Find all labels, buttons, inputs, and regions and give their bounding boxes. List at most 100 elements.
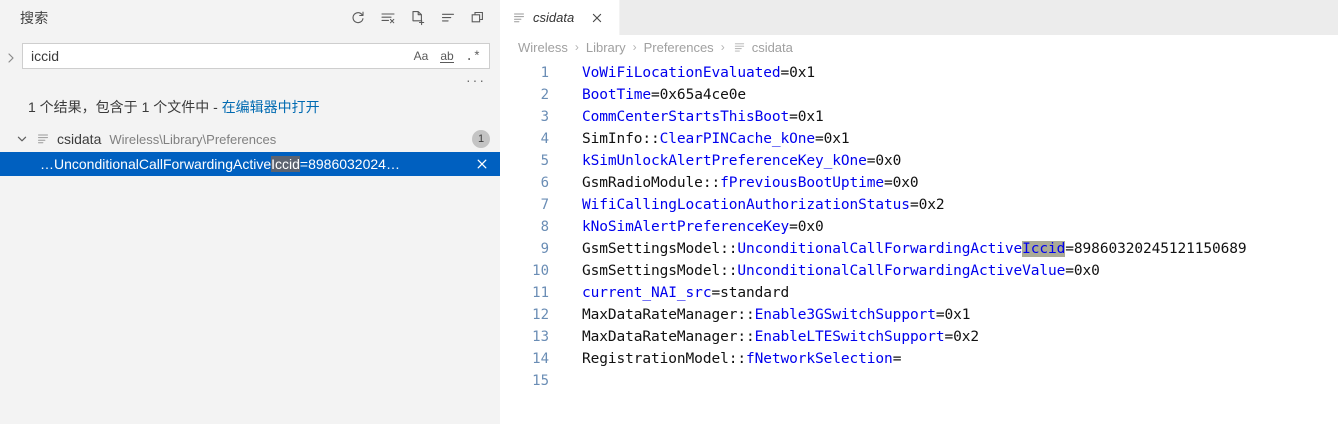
tab-csidata[interactable]: csidata (500, 0, 620, 35)
open-in-editor-link[interactable]: 在编辑器中打开 (221, 99, 320, 115)
code-token: GsmRadioModule:: (582, 175, 721, 191)
refresh-icon[interactable] (347, 7, 369, 29)
line-number: 4 (540, 131, 549, 147)
code-token: UnconditionalCallForwardingActive (737, 241, 1023, 257)
code-token: =0x0 (884, 175, 919, 191)
search-results-tree: csidata Wireless\Library\Preferences 1 …… (0, 126, 500, 176)
breadcrumb-separator: › (574, 40, 579, 54)
line-number: 14 (532, 351, 549, 367)
line-number: 2 (540, 87, 549, 103)
use-regex-icon[interactable]: .* (463, 46, 483, 66)
code-line-content: MaxDataRateManager::EnableLTESwitchSuppo… (552, 329, 979, 345)
code-line[interactable]: 11 current_NAI_src=standard (500, 282, 1338, 304)
code-token: Enable3GSwitchSupport (754, 307, 936, 323)
view-as-list-icon[interactable] (437, 7, 459, 29)
code-line-content: GsmSettingsModel::UnconditionalCallForwa… (552, 241, 1247, 257)
breadcrumb-item-2[interactable]: Preferences (643, 39, 714, 55)
editor-area: csidata Wireless › Library › Preferences… (500, 0, 1338, 424)
dismiss-match-icon[interactable] (472, 154, 492, 174)
code-token: kSimUnlockAlertPreferenceKey_kOne (582, 153, 867, 169)
search-input-row: iccid Aa ab .* (0, 43, 500, 73)
line-number: 9 (540, 241, 549, 257)
code-token: =0x2 (944, 329, 979, 345)
search-result-file-name: csidata (57, 131, 102, 147)
search-result-match-row[interactable]: …UnconditionalCallForwardingActiveIccid=… (0, 152, 500, 176)
match-count-badge: 1 (472, 130, 490, 148)
code-token: CommCenterStartsThisBoot (582, 109, 790, 125)
line-number: 15 (532, 373, 549, 389)
chevron-down-icon[interactable] (14, 131, 30, 147)
close-icon[interactable] (588, 9, 606, 27)
tab-bar-empty-space (620, 0, 1338, 35)
code-line-content: kNoSimAlertPreferenceKey=0x0 (552, 219, 824, 235)
code-line[interactable]: 15 (500, 370, 1338, 392)
match-whole-word-icon[interactable]: ab (437, 46, 457, 66)
open-new-search-editor-icon[interactable] (467, 7, 489, 29)
code-line-content: CommCenterStartsThisBoot=0x1 (552, 109, 824, 125)
code-token: UnconditionalCallForwardingActiveValue (737, 263, 1066, 279)
breadcrumb: Wireless › Library › Preferences › csida… (500, 35, 1338, 59)
code-token: =0x0 (789, 219, 824, 235)
line-number: 6 (540, 175, 549, 191)
match-case-icon[interactable]: Aa (411, 46, 431, 66)
code-token: =0x2 (909, 197, 945, 213)
breadcrumb-file[interactable]: csidata (751, 39, 793, 55)
code-token: RegistrationModel:: (582, 351, 746, 367)
breadcrumb-item-0[interactable]: Wireless (518, 39, 568, 55)
code-line-content: MaxDataRateManager::Enable3GSwitchSuppor… (552, 307, 970, 323)
match-highlight: Iccid (271, 156, 300, 172)
code-token: fPreviousBootUptime (720, 175, 885, 191)
code-token: =0x65a4ce0e (651, 87, 746, 103)
code-token: current_NAI_src (582, 285, 712, 301)
code-token: =standard (711, 285, 790, 301)
match-suffix: =8986032024… (299, 156, 400, 172)
page-title: 搜索 (20, 9, 49, 26)
result-summary-text: 1 个结果，包含于 1 个文件中 - (28, 99, 222, 115)
more-actions-icon[interactable]: ··· (466, 72, 486, 88)
breadcrumb-separator: › (720, 40, 725, 54)
search-input-value[interactable]: iccid (31, 48, 60, 64)
clear-search-results-icon[interactable] (377, 7, 399, 29)
line-number: 11 (532, 285, 549, 301)
code-token: =89860320245121150689 (1065, 241, 1247, 257)
tab-label: csidata (533, 10, 575, 25)
code-token: =0x1 (815, 131, 850, 147)
code-line-content: GsmSettingsModel::UnconditionalCallForwa… (552, 263, 1100, 279)
search-result-file-row[interactable]: csidata Wireless\Library\Preferences 1 (0, 126, 500, 152)
search-input[interactable]: iccid Aa ab .* (22, 43, 490, 69)
file-icon (732, 39, 748, 55)
breadcrumb-item-1[interactable]: Library (585, 39, 626, 55)
code-token: GsmSettingsModel:: (582, 263, 738, 279)
result-summary: 1 个结果，包含于 1 个文件中 - 在编辑器中打开 (0, 92, 500, 123)
code-line-content: BootTime=0x65a4ce0e (552, 87, 746, 103)
new-search-editor-icon[interactable] (407, 7, 429, 29)
line-number: 12 (532, 307, 549, 323)
code-token: kNoSimAlertPreferenceKey (582, 219, 790, 235)
line-number: 8 (540, 219, 549, 235)
code-line-content: WifiCallingLocationAuthorizationStatus=0… (552, 197, 945, 213)
code-line-content: SimInfo::ClearPINCache_kOne=0x1 (552, 131, 850, 147)
breadcrumb-separator: › (632, 40, 637, 54)
line-number: 3 (540, 109, 549, 125)
code-token: =0x0 (1065, 263, 1100, 279)
search-result-file-path: Wireless\Library\Preferences (109, 131, 277, 147)
toggle-search-details-icon[interactable] (0, 43, 22, 73)
code-line-content: GsmRadioModule::fPreviousBootUptime=0x0 (552, 175, 919, 191)
match-prefix: …UnconditionalCallForwardingActive (40, 156, 272, 172)
code-token: = (892, 351, 902, 367)
